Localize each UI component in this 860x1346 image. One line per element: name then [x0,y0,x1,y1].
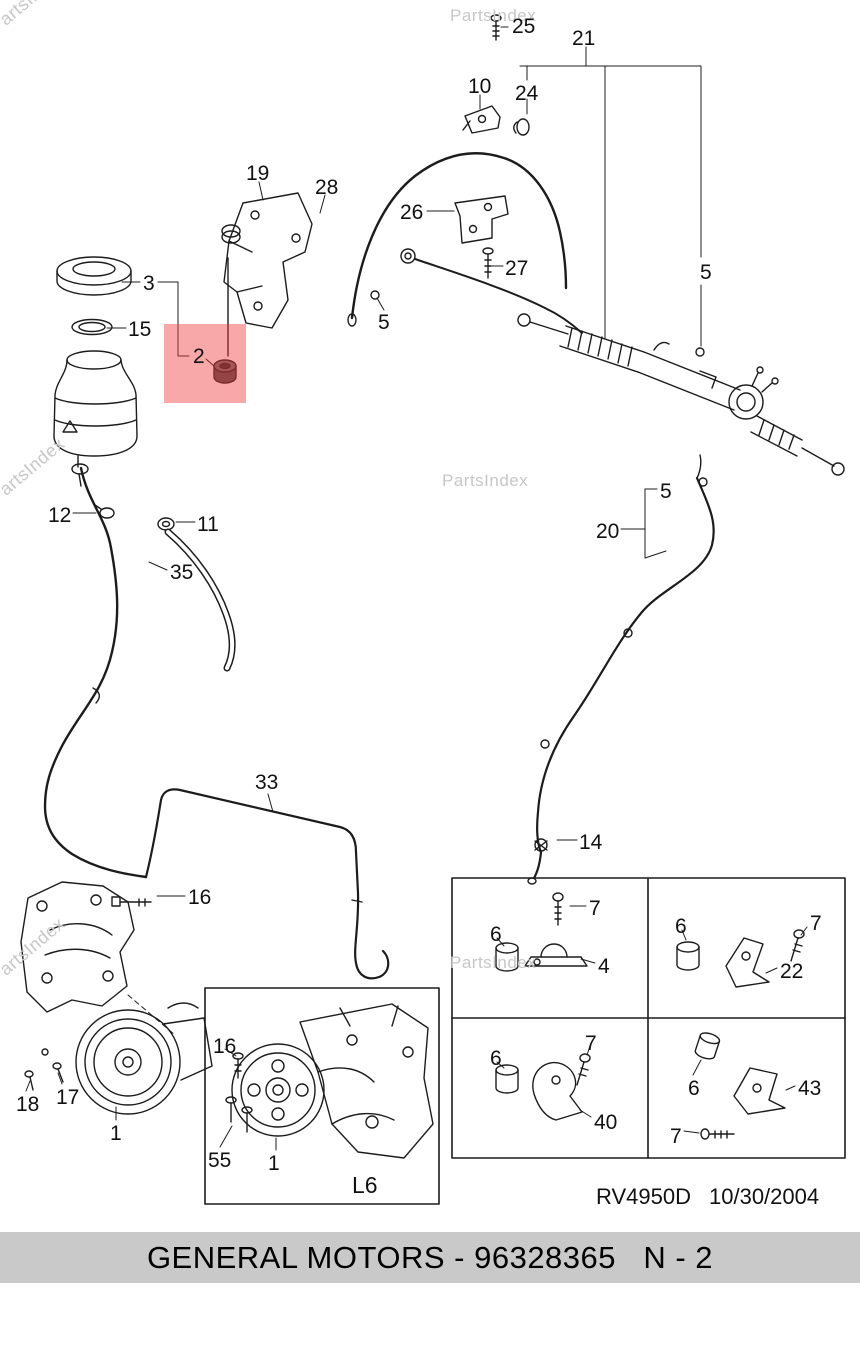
callout-7-1[interactable]: 7 [589,897,601,920]
watermark: PartsIndex [450,953,537,972]
callout-1-1[interactable]: 1 [110,1122,122,1145]
callout-7-2[interactable]: 7 [810,912,822,935]
callout-5-2[interactable]: 5 [378,311,390,334]
callout-6-3[interactable]: 6 [490,1047,502,1070]
footer-title: GENERAL MOTORS - 96328365 N - 2 [146,1239,714,1275]
drawing-reference: RV4950D 10/30/2004 [596,1184,819,1210]
selected-part-highlight[interactable] [164,324,246,403]
callout-7-3[interactable]: 7 [585,1032,597,1055]
footer-bar: GENERAL MOTORS - 96328365 N - 2 [0,1232,860,1283]
callout-11[interactable]: 11 [197,513,219,536]
watermark: PartsIndex [450,6,537,25]
callout-7-4[interactable]: 7 [670,1125,682,1148]
callout-26[interactable]: 26 [400,201,424,224]
callout-19[interactable]: 19 [246,162,270,185]
callout-20[interactable]: 20 [596,520,620,543]
callout-6-2[interactable]: 6 [675,915,687,938]
callout-1-2[interactable]: 1 [268,1152,280,1175]
callout-43[interactable]: 43 [798,1077,822,1100]
callout-18[interactable]: 18 [16,1093,40,1116]
drawing-number: RV4950D [596,1184,691,1209]
callout-24[interactable]: 24 [515,82,539,105]
callout-33[interactable]: 33 [255,771,279,794]
callout-10[interactable]: 10 [468,75,492,98]
watermark: PartsIndex [442,471,529,490]
callout-16-1[interactable]: 16 [188,886,212,909]
callout-27[interactable]: 27 [505,257,529,280]
callout-2[interactable]: 2 [193,345,205,368]
callout-21[interactable]: 21 [572,27,596,50]
callout-17[interactable]: 17 [56,1086,80,1109]
callout-55[interactable]: 55 [208,1149,232,1172]
callout-22[interactable]: 22 [780,960,804,983]
callout-28[interactable]: 28 [315,176,339,199]
callout-5-1[interactable]: 5 [700,261,712,284]
callout-12[interactable]: 12 [48,504,72,527]
callout-15[interactable]: 15 [128,318,152,341]
callout-6-1[interactable]: 6 [490,923,502,946]
callout-16-2[interactable]: 16 [213,1035,237,1058]
callout-25[interactable]: 25 [512,15,536,38]
callout-40[interactable]: 40 [594,1111,618,1134]
engine-variant-label: L6 [352,1172,378,1198]
callout-35[interactable]: 35 [170,561,194,584]
callout-5-3[interactable]: 5 [660,480,672,503]
callout-6-4[interactable]: 6 [688,1077,700,1100]
callout-14[interactable]: 14 [579,831,603,854]
callout-4[interactable]: 4 [598,955,610,978]
callout-3[interactable]: 3 [143,272,155,295]
drawing-date: 10/30/2004 [709,1184,820,1209]
